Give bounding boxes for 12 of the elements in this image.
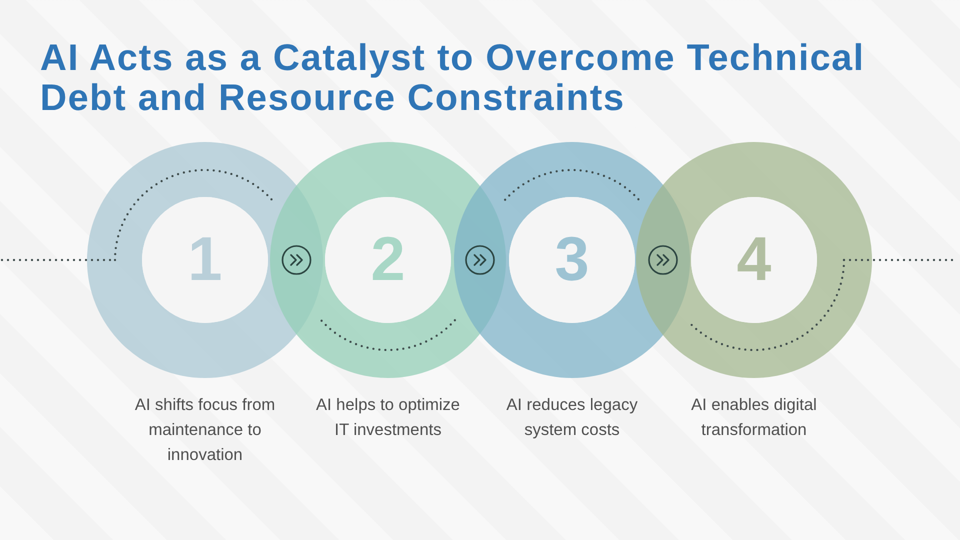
title: AI Acts as a Catalyst to Overcome Technical Debt and Resource Constraints (40, 38, 866, 118)
chevron-arrow (465, 245, 495, 275)
caption-text: AI enables digital transformation (690, 395, 818, 441)
caption-text: AI shifts focus from maintenance to innovation (134, 395, 276, 466)
chevron-arrow (648, 245, 678, 275)
caption-text: AI reduces legacy system costs (505, 395, 639, 441)
step-number: 3 (554, 229, 590, 291)
step-number: 4 (736, 229, 772, 291)
step-number: 2 (370, 229, 406, 291)
caption-text: AI helps to optimize IT investments (315, 395, 461, 441)
step-number: 1 (188, 229, 222, 291)
chevron-arrow (282, 245, 312, 275)
